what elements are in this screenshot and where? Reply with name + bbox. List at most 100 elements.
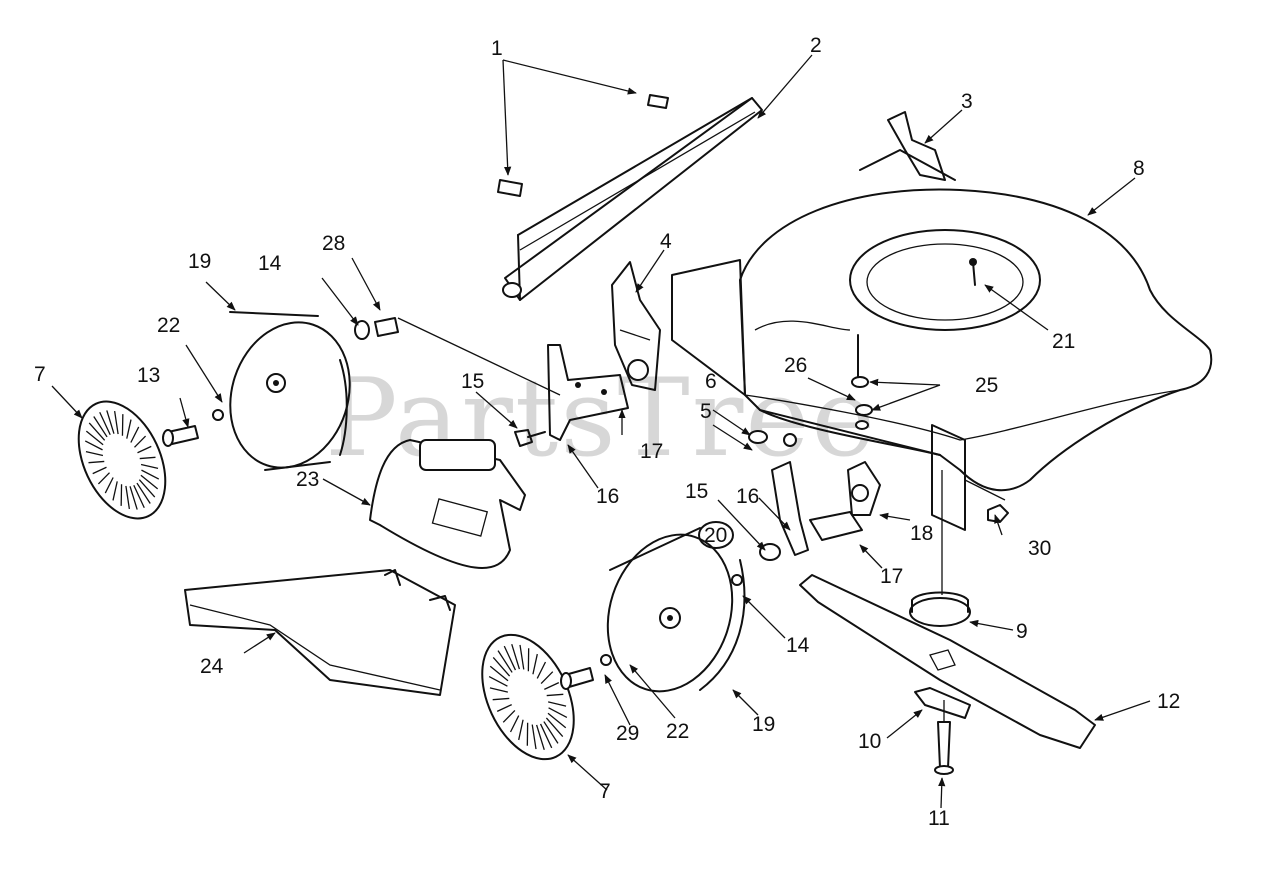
- callout-26: 26: [784, 354, 807, 377]
- hubcap-vent: [85, 430, 104, 446]
- hubcap-vent: [509, 715, 520, 733]
- hubcap-vent: [502, 709, 516, 723]
- callout-6: 6: [705, 370, 717, 393]
- blade-bolt: [934, 700, 954, 775]
- upper-wheel-bolt: [514, 429, 546, 447]
- hubcap-vent: [99, 411, 111, 435]
- callout-2: 2: [810, 34, 822, 57]
- callout-10: 10: [858, 730, 881, 753]
- callout-16-upper: 16: [596, 485, 619, 508]
- hubcap-vent: [126, 419, 132, 439]
- callout-16-lower: 16: [736, 485, 759, 508]
- hubcap-vent: [546, 693, 564, 697]
- hex-nut: [987, 504, 1009, 523]
- front-wheel: [606, 527, 746, 693]
- hubcap-vent: [496, 704, 512, 712]
- blade-adapter: [909, 470, 971, 627]
- callout-5: 5: [700, 400, 712, 423]
- callout-21: 21: [1052, 330, 1075, 353]
- hubcap-vent: [112, 481, 118, 501]
- mower-deck: [671, 149, 1213, 531]
- callout-19-upper: 19: [188, 250, 211, 273]
- front-axle-bolt: [560, 654, 612, 690]
- chute-deflector: [184, 569, 456, 696]
- hubcap-vent: [544, 682, 560, 690]
- callout-labels: 1 2 3 4 5 6 7 7 8 9 10 11 12 13 14 14 15…: [34, 34, 1180, 830]
- hubcap-vent: [134, 435, 147, 448]
- hubcap-vent: [511, 644, 521, 670]
- hubcap-vent: [88, 460, 105, 464]
- hubcap-vent: [88, 422, 106, 441]
- hubcap-vent: [137, 445, 152, 454]
- hubcap-vent: [519, 644, 525, 670]
- hubcap-vent: [97, 472, 110, 485]
- stud: [969, 258, 977, 286]
- hubcap-vent: [129, 486, 138, 510]
- hubcap-vent: [497, 650, 513, 673]
- callout-1: 1: [491, 37, 503, 60]
- hubcap-lower: [481, 633, 575, 761]
- callout-29: 29: [616, 722, 639, 745]
- hubcap-vent: [518, 719, 524, 741]
- callout-13: 13: [137, 364, 160, 387]
- hubcap-vent: [104, 477, 114, 494]
- hubcap-vent: [548, 707, 568, 719]
- callout-15-upper: 15: [461, 370, 484, 393]
- rear-axle-bolt: [162, 409, 224, 447]
- hubcap-vent: [125, 485, 131, 510]
- hubcap-vent: [140, 463, 159, 470]
- callout-28: 28: [322, 232, 345, 255]
- hubcap-vent: [492, 656, 511, 677]
- hubcap-vent: [539, 723, 553, 749]
- hubcap-vent: [113, 410, 119, 435]
- callout-23: 23: [296, 468, 319, 491]
- callout-7-upper: 7: [34, 363, 46, 386]
- callout-4: 4: [660, 230, 672, 253]
- hubcap-vent: [536, 661, 547, 679]
- hubcap-vent: [85, 450, 104, 457]
- hubcap-vent: [503, 645, 517, 671]
- hubcap-vent: [532, 653, 538, 675]
- hubcap-vent: [139, 456, 156, 460]
- front-height-adjuster: [731, 430, 881, 586]
- callout-22-lower: 22: [666, 720, 689, 743]
- callout-30: 30: [1028, 537, 1051, 560]
- hubcap-vent: [540, 671, 554, 685]
- upper-hinge-plate: [547, 344, 629, 441]
- hubcap-vent: [543, 721, 559, 744]
- hubcap-vent: [136, 482, 151, 504]
- callout-14-lower: 14: [786, 634, 810, 657]
- hubcap-vent: [138, 479, 156, 498]
- hubcap-vent: [489, 665, 509, 682]
- callout-18: 18: [910, 522, 933, 545]
- axle-washer-spacer: [354, 317, 561, 396]
- callout-14-upper: 14: [258, 252, 282, 275]
- hubcap-vent: [488, 675, 508, 687]
- hubcap-vent: [133, 485, 145, 509]
- hubcap-vent: [547, 701, 567, 707]
- callout-12: 12: [1157, 690, 1180, 713]
- hubcap-vent: [492, 697, 510, 701]
- hubcap-vent: [84, 440, 103, 451]
- hubcap: [77, 400, 167, 520]
- callout-19-lower: 19: [752, 713, 775, 736]
- callout-8: 8: [1133, 157, 1145, 180]
- leader-lines: [51, 54, 1151, 809]
- callout-9: 9: [1016, 620, 1028, 643]
- hubcap-vent: [535, 724, 545, 750]
- callout-20: 20: [704, 524, 727, 547]
- hubcap-vent: [547, 712, 567, 729]
- callout-3: 3: [961, 90, 973, 113]
- hubcap-vent: [140, 474, 159, 490]
- callout-11: 11: [928, 807, 950, 830]
- callout-25: 25: [975, 374, 998, 397]
- hubcap-vent: [489, 687, 509, 693]
- callout-15-lower: 15: [685, 480, 708, 503]
- height-adjuster-bracket: [611, 261, 661, 391]
- callout-20-circle: [698, 521, 734, 549]
- hubcap-vent: [141, 469, 160, 480]
- hubcap-vent: [106, 410, 115, 434]
- callout-17-lower: 17: [880, 565, 903, 588]
- grass-chute: [369, 439, 526, 569]
